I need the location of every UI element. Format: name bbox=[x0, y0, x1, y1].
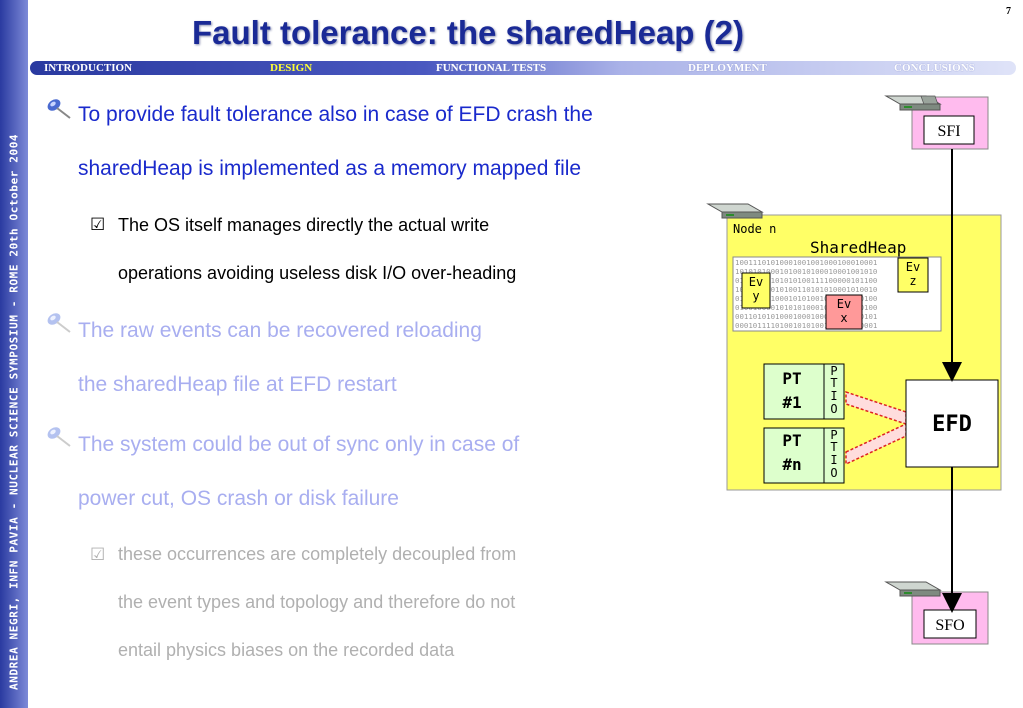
sfo-box bbox=[923, 609, 977, 639]
event-y-box bbox=[741, 272, 771, 309]
computer-icon bbox=[884, 581, 942, 597]
sub-bullet-1-line-2: operations avoiding useless disk I/O ove… bbox=[118, 263, 517, 283]
bullet-3-line-2: power cut, OS crash or disk failure bbox=[78, 487, 399, 510]
page-number: 7 bbox=[1006, 6, 1011, 17]
svg-text:P: P bbox=[830, 428, 837, 442]
architecture-diagram: Node n SharedHeap 1001110101000100100100… bbox=[706, 95, 1002, 645]
svg-text:O: O bbox=[830, 402, 837, 416]
nav-deployment[interactable]: DEPLOYMENT bbox=[688, 62, 767, 74]
efd-box bbox=[905, 379, 999, 468]
nav-introduction[interactable]: INTRODUCTION bbox=[44, 62, 133, 74]
svg-text:101010010101001101010100010100: 10101001010100110101010001010010 bbox=[735, 285, 877, 294]
sfi-box bbox=[923, 115, 975, 145]
bullet-1-line-1: To provide fault tolerance also in case … bbox=[78, 103, 593, 126]
pt-n-box bbox=[763, 427, 825, 484]
nav-design[interactable]: DESIGN bbox=[270, 62, 313, 74]
ptio-n-box bbox=[823, 427, 845, 484]
svg-text:010010000101010100010010100101: 01001000010101010001001010010100 bbox=[735, 303, 877, 312]
svg-text:z: z bbox=[909, 274, 916, 288]
svg-text:001101010100010001000101010101: 00110101010001000100010101010101 bbox=[735, 312, 877, 321]
svg-text:010100001000101010010101000101: 01010000100010101001010100010100 bbox=[735, 294, 877, 303]
svg-text:100111010100010010010001000100: 10011101010001001001000100010001 bbox=[735, 258, 877, 267]
svg-text:#n: #n bbox=[782, 455, 801, 474]
nav-conclusions[interactable]: CONCLUSIONS bbox=[894, 62, 975, 74]
svg-text:O: O bbox=[830, 466, 837, 480]
bullet-1-line-2: sharedHeap is implemented as a memory ma… bbox=[78, 157, 582, 180]
svg-text:I: I bbox=[830, 453, 837, 467]
svg-text:SFO: SFO bbox=[935, 617, 964, 634]
svg-text:EFD: EFD bbox=[932, 412, 972, 437]
svg-text:PT: PT bbox=[782, 431, 801, 450]
node-label: Node n bbox=[733, 222, 776, 236]
bullet-3-line-1: The system could be out of sync only in … bbox=[78, 433, 520, 456]
ptn-efd-link bbox=[845, 422, 907, 466]
event-x-box bbox=[825, 294, 863, 330]
svg-text:Ev: Ev bbox=[837, 297, 851, 311]
sharedheap-label: SharedHeap bbox=[810, 238, 906, 257]
pushpin-icon bbox=[47, 427, 71, 447]
computer-icon bbox=[884, 95, 942, 111]
sub-bullet-3-line-2: the event types and topology and therefo… bbox=[118, 592, 516, 612]
svg-text:T: T bbox=[830, 376, 837, 390]
sub-bullet-3-line-1: these occurrences are completely decoupl… bbox=[118, 544, 517, 564]
sidebar: ANDREA NEGRI, INFN PAVIA - NUCLEAR SCIEN… bbox=[0, 0, 28, 708]
section-navbar: INTRODUCTION DESIGN FUNCTIONAL TESTS DEP… bbox=[30, 61, 1016, 75]
checkbox-icon: ☑ bbox=[90, 545, 106, 564]
svg-text:Ev: Ev bbox=[749, 275, 763, 289]
pushpin-icon bbox=[47, 313, 71, 333]
bullet-2-line-1: The raw events can be recovered reloadin… bbox=[78, 319, 482, 342]
slide-title: Fault tolerance: the sharedHeap (2) bbox=[192, 14, 744, 51]
ptio-1-box bbox=[823, 363, 845, 420]
svg-text:y: y bbox=[752, 289, 759, 303]
svg-text:000101111010010101001000010100: 00010111101001010100100001010001 bbox=[735, 321, 877, 330]
nav-functional-tests[interactable]: FUNCTIONAL TESTS bbox=[436, 62, 547, 74]
sidebar-author-text: ANDREA NEGRI, INFN PAVIA - NUCLEAR SCIEN… bbox=[7, 133, 21, 690]
bullet-2-line-2: the sharedHeap file at EFD restart bbox=[78, 373, 397, 396]
svg-text:x: x bbox=[840, 311, 847, 325]
pushpin-icon bbox=[47, 99, 71, 119]
svg-text:#1: #1 bbox=[782, 393, 801, 412]
event-z-box bbox=[897, 257, 929, 293]
svg-text:PT: PT bbox=[782, 369, 801, 388]
sub-bullet-1-line-1: The OS itself manages directly the actua… bbox=[118, 215, 490, 235]
sub-bullet-3-line-3: entail physics biases on the recorded da… bbox=[118, 640, 455, 660]
checkbox-icon: ☑ bbox=[90, 215, 106, 234]
svg-text:I: I bbox=[830, 389, 837, 403]
svg-text:010110101010101001111000001011: 01011010101010100111100000101100 bbox=[735, 276, 877, 285]
binary-data: 10011101010001001001000100010001 1010101… bbox=[735, 258, 877, 330]
computer-icon bbox=[706, 203, 764, 219]
svg-text:SFI: SFI bbox=[937, 123, 960, 140]
svg-text:T: T bbox=[830, 440, 837, 454]
svg-text:Ev: Ev bbox=[906, 260, 920, 274]
svg-text:P: P bbox=[830, 364, 837, 378]
svg-text:101010100010100101000100010010: 10101010001010010100010001001010 bbox=[735, 267, 877, 276]
